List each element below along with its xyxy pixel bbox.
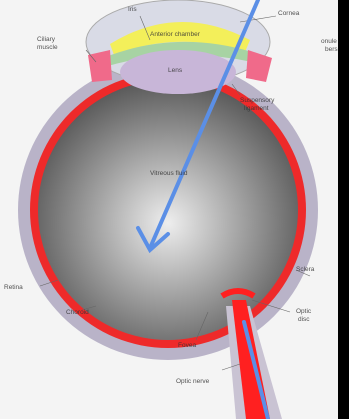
label-optic-disc-2: disc	[298, 316, 310, 323]
label-lens: Lens	[168, 67, 182, 74]
label-optic-disc-1: Optic	[296, 308, 311, 315]
label-retina: Retina	[4, 284, 23, 291]
label-cornea: Cornea	[278, 10, 299, 17]
label-sclera: Sclera	[296, 266, 314, 273]
label-iris: Iris	[128, 6, 137, 13]
label-ciliary-muscle-2: muscle	[37, 44, 58, 51]
label-anterior-chamber: Anterior chamber	[150, 31, 200, 38]
label-zonule-fibers-1: onule	[321, 38, 337, 45]
label-ciliary-muscle-1: Ciliary	[37, 36, 55, 43]
label-suspensory-ligament-2: ligament	[244, 105, 269, 112]
label-fovea: Fovea	[178, 342, 196, 349]
label-optic-nerve: Optic nerve	[176, 378, 209, 385]
label-choroid: Choroid	[66, 309, 89, 316]
ciliary-muscle-left	[88, 50, 112, 82]
label-suspensory-ligament-1: Suspensory	[240, 97, 274, 104]
label-zonule-fibers-2: bers	[325, 46, 338, 53]
label-vitreous-fluid: Vitreous fluid	[150, 170, 187, 177]
